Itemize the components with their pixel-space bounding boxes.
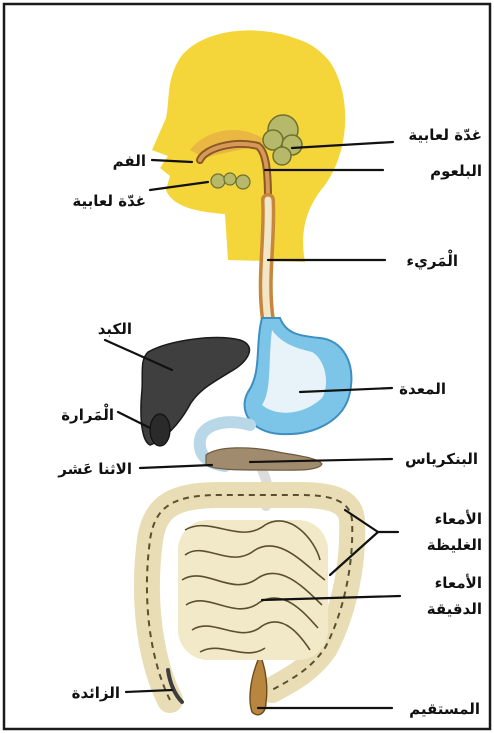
gallbladder (150, 414, 170, 446)
label-mouth: الفم (113, 152, 146, 170)
label-pharynx: البلعوم (430, 162, 482, 180)
label-small-intestine-1: الأمعاء (435, 574, 482, 592)
label-small-intestine-2: الدقيقة (427, 600, 482, 618)
label-rectum: المستقيم (409, 700, 480, 718)
label-appendix: الزائدة (72, 684, 120, 702)
label-esophagus: الْمَريء (406, 249, 458, 271)
label-liver: الكبد (98, 320, 132, 338)
label-stomach: المعدة (399, 380, 446, 398)
label-large-intestine-2: الغليظة (427, 536, 482, 554)
label-pancreas: البنكرياس (405, 450, 478, 468)
small-intestine (178, 520, 328, 660)
label-duodenum: الاثنا عَشر (57, 460, 132, 478)
label-gallbladder: الْمَرارة (61, 403, 114, 424)
label-large-intestine-1: الأمعاء (435, 510, 482, 528)
label-salivary-gland-lower: غدّة لعابية (72, 192, 146, 210)
label-salivary-gland-upper: غدّة لعابية (408, 126, 482, 144)
